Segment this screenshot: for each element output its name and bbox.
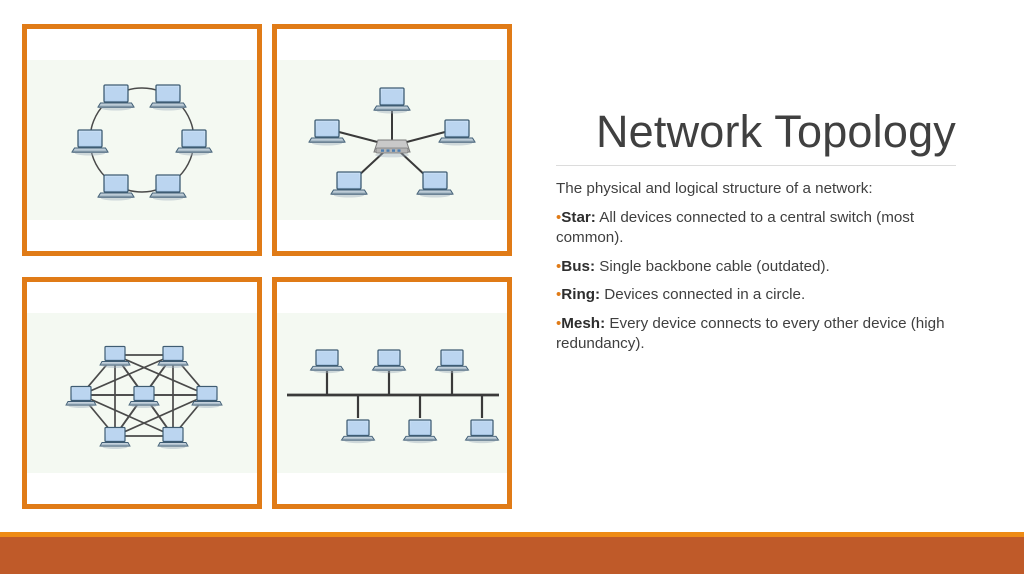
bullet-desc-mesh: Every device connects to every other dev… xyxy=(556,314,945,353)
footer-band xyxy=(0,537,1024,574)
bullet-item-star: •Star: All devices connected to a centra… xyxy=(556,208,956,249)
bullet-desc-ring: Devices connected in a circle. xyxy=(600,286,806,303)
image-frame-bus[interactable] xyxy=(272,277,512,509)
bullet-dot-icon: • xyxy=(556,286,562,303)
bullet-item-bus: •Bus: Single backbone cable (outdated). xyxy=(556,257,956,278)
bullet-term-star: Star: xyxy=(561,208,596,226)
ring-topology-diagram xyxy=(27,60,257,220)
bullet-dot-icon: • xyxy=(556,208,562,226)
bullet-dot-icon: • xyxy=(556,314,562,332)
title-underline-rule xyxy=(556,165,956,166)
bullet-item-mesh: •Mesh: Every device connects to every ot… xyxy=(556,314,956,355)
footer-accent-stripe xyxy=(0,532,1024,537)
mesh-topology-diagram xyxy=(27,313,257,473)
star-topology-diagram xyxy=(277,60,507,220)
intro-paragraph: The physical and logical structure of a … xyxy=(556,179,956,200)
image-frame-mesh[interactable] xyxy=(22,277,262,509)
body-text-block: The physical and logical structure of a … xyxy=(556,179,956,355)
bullet-dot-icon: • xyxy=(556,257,562,275)
page-title: Network Topology xyxy=(595,106,956,157)
bullet-term-mesh: Mesh: xyxy=(561,314,606,332)
bus-topology-diagram xyxy=(277,313,507,473)
image-frame-ring[interactable] xyxy=(22,24,262,256)
bullet-item-ring: •Ring: Devices connected in a circle. xyxy=(556,285,956,306)
bullet-term-ring: Ring: xyxy=(561,286,601,303)
image-frame-star[interactable] xyxy=(272,24,512,256)
content-column: Network Topology The physical and logica… xyxy=(556,104,956,355)
bullet-term-bus: Bus: xyxy=(561,257,596,275)
bullet-desc-bus: Single backbone cable (outdated). xyxy=(595,257,830,275)
network-switch-icon xyxy=(373,139,411,158)
bullet-desc-star: All devices connected to a central switc… xyxy=(556,208,915,247)
intro-text: The physical and logical structure of a … xyxy=(556,180,873,197)
